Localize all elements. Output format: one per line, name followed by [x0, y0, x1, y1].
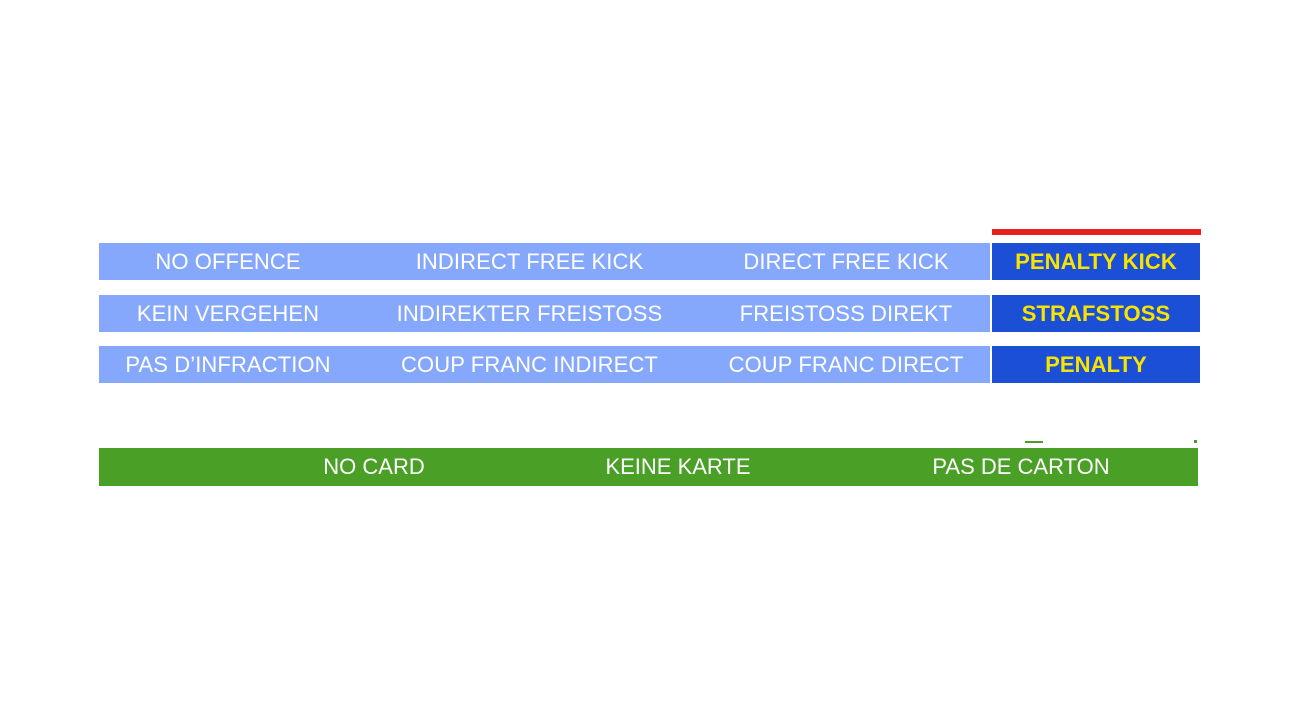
card-label-french: PAS DE CARTON — [932, 454, 1110, 479]
decision-label-penalty-german: STRAFSTOSS — [1021, 300, 1171, 326]
card-row-tick-dot — [1194, 440, 1197, 443]
decision-band-light-german[interactable] — [99, 295, 990, 332]
decision-row-english: PENALTY KICK NO OFFENCE INDIRECT FREE KI… — [99, 243, 1200, 280]
decision-band-dark-german[interactable]: STRAFSTOSS — [992, 295, 1200, 332]
penalty-column-accent-line — [992, 229, 1201, 235]
card-label-german: KEINE KARTE — [605, 454, 751, 479]
decision-row-german: STRAFSTOSS KEIN VERGEHEN INDIREKTER FREI… — [99, 295, 1200, 332]
card-row-tick-dash — [1025, 441, 1043, 443]
card-cell-german: KEINE KARTE — [549, 448, 807, 486]
decision-label-penalty-english: PENALTY KICK — [1015, 248, 1177, 274]
card-cell-french: PAS DE CARTON — [892, 448, 1150, 486]
decision-band-light-english[interactable] — [99, 243, 990, 280]
decision-band-dark-english[interactable]: PENALTY KICK — [992, 243, 1200, 280]
card-cell-english: NO CARD — [245, 448, 503, 486]
card-row-no-card[interactable]: NO CARD KEINE KARTE PAS DE CARTON — [99, 448, 1198, 486]
card-label-english: NO CARD — [323, 454, 425, 479]
decision-band-light-french[interactable] — [99, 346, 990, 383]
decision-label-penalty-french: PENALTY — [1045, 351, 1147, 377]
decision-band-dark-french[interactable]: PENALTY — [992, 346, 1200, 383]
decision-row-french: PENALTY PAS D’INFRACTION COUP FRANC INDI… — [99, 346, 1200, 383]
